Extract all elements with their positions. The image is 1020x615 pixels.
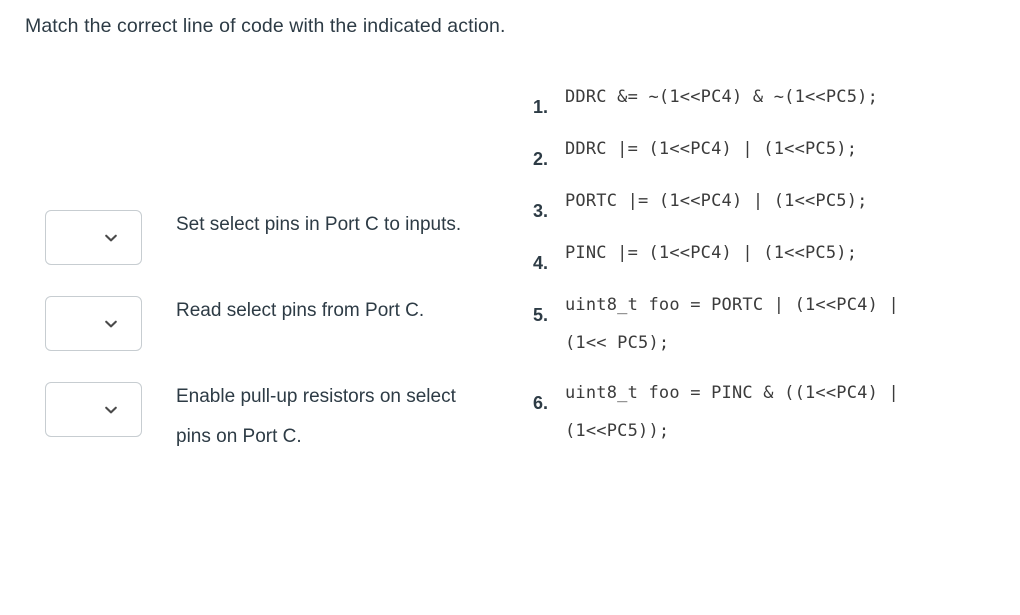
answer-dropdown-3[interactable] <box>45 382 142 437</box>
code-option-6-text: uint8_t foo = PINC & ((1<<PC4) | (1<<PC5… <box>565 383 910 441</box>
code-option-6-number: 6. <box>533 393 549 413</box>
chevron-down-icon <box>103 316 119 332</box>
code-option-6: 6. uint8_t foo = PINC & ((1<<PC4) | (1<<… <box>533 374 953 450</box>
match-pairs-list: Set select pins in Port C to inputs. Rea… <box>45 205 500 457</box>
code-option-3-text: PORTC |= (1<<PC4) | (1<<PC5); <box>565 191 868 211</box>
match-label-3: Enable pull-up resistors on select pins … <box>176 386 456 447</box>
match-row: Set select pins in Port C to inputs. <box>45 205 500 265</box>
code-option-1-text: DDRC &= ~(1<<PC4) & ~(1<<PC5); <box>565 87 879 107</box>
code-option-1-number: 1. <box>533 97 549 117</box>
match-label-1: Set select pins in Port C to inputs. <box>176 214 462 235</box>
code-option-2-text: DDRC |= (1<<PC4) | (1<<PC5); <box>565 139 858 159</box>
chevron-down-icon <box>103 230 119 246</box>
chevron-down-icon <box>103 402 119 418</box>
code-option-4: 4. PINC |= (1<<PC4) | (1<<PC5); <box>533 234 953 274</box>
code-option-4-text: PINC |= (1<<PC4) | (1<<PC5); <box>565 243 858 263</box>
page-title: Match the correct line of code with the … <box>25 15 506 37</box>
code-option-4-number: 4. <box>533 253 549 273</box>
code-option-3: 3. PORTC |= (1<<PC4) | (1<<PC5); <box>533 182 953 222</box>
code-option-3-number: 3. <box>533 201 549 221</box>
code-option-2-number: 2. <box>533 149 549 169</box>
answer-dropdown-2[interactable] <box>45 296 142 351</box>
code-option-5: 5. uint8_t foo = PORTC | (1<<PC4) | (1<<… <box>533 286 953 362</box>
code-option-5-text: uint8_t foo = PORTC | (1<<PC4) | (1<< PC… <box>565 295 910 353</box>
answer-dropdown-1[interactable] <box>45 210 142 265</box>
match-row: Read select pins from Port C. <box>45 291 500 351</box>
code-option-1: 1. DDRC &= ~(1<<PC4) & ~(1<<PC5); <box>533 78 953 118</box>
match-row: Enable pull-up resistors on select pins … <box>45 377 500 457</box>
match-label-2: Read select pins from Port C. <box>176 300 425 321</box>
code-option-5-number: 5. <box>533 305 549 325</box>
code-option-2: 2. DDRC |= (1<<PC4) | (1<<PC5); <box>533 130 953 170</box>
code-options-list: 1. DDRC &= ~(1<<PC4) & ~(1<<PC5); 2. DDR… <box>533 78 953 450</box>
